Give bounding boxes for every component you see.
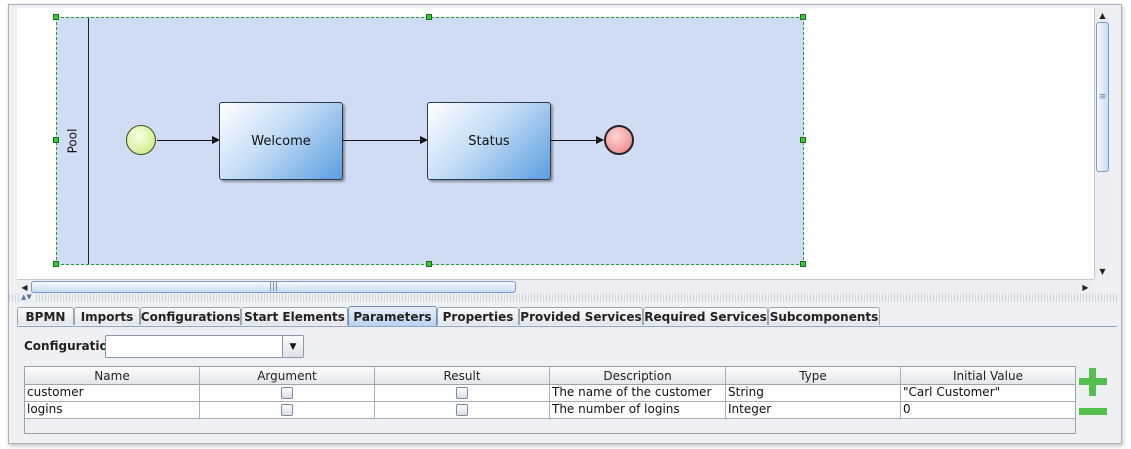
split-pane-divider[interactable]: ▲▼ xyxy=(9,294,1119,302)
sequence-flow[interactable] xyxy=(342,140,420,141)
diagram-canvas[interactable]: Pool Welcome Status xyxy=(17,8,1102,279)
tab-subcomponents[interactable]: Subcomponents xyxy=(768,307,880,325)
minus-icon[interactable] xyxy=(1079,408,1107,415)
cell-description[interactable]: The name of the customer xyxy=(550,385,726,401)
configuration-label: Configuration xyxy=(24,339,117,353)
configuration-select[interactable]: ▼ xyxy=(105,335,304,358)
sequence-flow[interactable] xyxy=(157,140,212,141)
result-checkbox[interactable] xyxy=(456,404,468,416)
table-header: Name Argument Result Description Type In… xyxy=(25,367,1075,385)
horizontal-scrollbar[interactable]: ◀ ||| ▶ xyxy=(17,279,1094,294)
start-event[interactable] xyxy=(126,125,156,155)
vertical-scroll-thumb[interactable]: ≡ xyxy=(1096,22,1109,172)
end-event[interactable] xyxy=(604,125,634,155)
parameters-panel: Configuration ▼ Name Argument Result Des… xyxy=(17,326,1117,438)
selection-handle-top-left[interactable] xyxy=(53,14,59,20)
arrowhead xyxy=(212,136,220,144)
column-header-description[interactable]: Description xyxy=(550,367,726,384)
cell-name[interactable]: customer xyxy=(25,385,200,401)
sequence-flow[interactable] xyxy=(550,140,596,141)
cell-type[interactable]: Integer xyxy=(726,402,901,418)
task-label: Welcome xyxy=(251,133,311,149)
selection-handle-top-right[interactable] xyxy=(800,14,806,20)
pool-label: Pool xyxy=(65,128,80,154)
cell-name[interactable]: logins xyxy=(25,402,200,418)
table-row[interactable]: logins The number of logins Integer 0 xyxy=(25,402,1075,419)
tab-provided-services[interactable]: Provided Services xyxy=(519,307,643,325)
selection-handle-bottom-center[interactable] xyxy=(426,261,432,267)
task-label: Status xyxy=(468,133,510,149)
table-row[interactable]: customer The name of the customer String… xyxy=(25,385,1075,402)
argument-checkbox[interactable] xyxy=(281,404,293,416)
plus-icon[interactable] xyxy=(1079,368,1107,396)
pool-lane-divider xyxy=(88,18,89,264)
arrowhead xyxy=(596,136,604,144)
selection-handle-bottom-right[interactable] xyxy=(800,261,806,267)
result-checkbox[interactable] xyxy=(456,387,468,399)
tab-bar: BPMN Imports Configurations Start Elemen… xyxy=(17,306,1117,327)
column-header-result[interactable]: Result xyxy=(375,367,550,384)
scroll-up-icon[interactable]: ▲ xyxy=(1099,11,1106,20)
cell-initial-value[interactable]: 0 xyxy=(903,402,911,416)
task-welcome[interactable]: Welcome xyxy=(219,102,343,180)
tab-start-elements[interactable]: Start Elements xyxy=(241,307,348,325)
parameters-table: Name Argument Result Description Type In… xyxy=(24,366,1076,434)
selection-handle-middle-left[interactable] xyxy=(53,137,59,143)
tab-parameters[interactable]: Parameters xyxy=(348,306,437,326)
scroll-down-icon[interactable]: ▼ xyxy=(1099,267,1106,276)
scroll-left-icon[interactable]: ◀ xyxy=(21,282,28,292)
selection-handle-top-center[interactable] xyxy=(426,14,432,20)
tab-properties[interactable]: Properties xyxy=(437,307,519,325)
cell-type[interactable]: String xyxy=(726,385,901,401)
tab-bpmn[interactable]: BPMN xyxy=(17,307,74,325)
column-header-argument[interactable]: Argument xyxy=(200,367,375,384)
tab-imports[interactable]: Imports xyxy=(74,307,140,325)
arrowhead xyxy=(420,136,428,144)
tab-configurations[interactable]: Configurations xyxy=(140,307,241,325)
argument-checkbox[interactable] xyxy=(281,387,293,399)
column-header-initial-value[interactable]: Initial Value xyxy=(953,368,1023,383)
split-collapse-icon[interactable]: ▲▼ xyxy=(19,293,34,301)
chevron-down-icon[interactable]: ▼ xyxy=(282,336,303,357)
selection-handle-middle-right[interactable] xyxy=(800,137,806,143)
cell-initial-value[interactable]: "Carl Customer" xyxy=(903,385,1001,399)
vertical-scrollbar[interactable]: ▲ ≡ ▼ xyxy=(1094,8,1110,279)
cell-description[interactable]: The number of logins xyxy=(550,402,726,418)
tab-required-services[interactable]: Required Services xyxy=(643,307,768,325)
column-header-type[interactable]: Type xyxy=(726,367,901,384)
column-header-name[interactable]: Name xyxy=(25,367,200,384)
scroll-right-icon[interactable]: ▶ xyxy=(1082,282,1089,292)
task-status[interactable]: Status xyxy=(427,102,551,180)
horizontal-scroll-thumb[interactable]: ||| xyxy=(31,281,516,293)
selection-handle-bottom-left[interactable] xyxy=(53,261,59,267)
